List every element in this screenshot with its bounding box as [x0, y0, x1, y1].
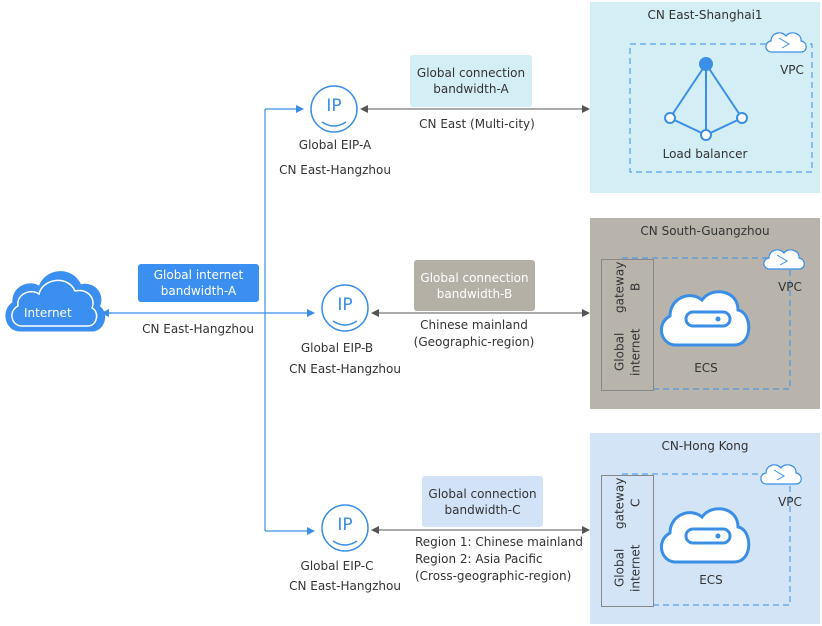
connection-c-line2: bandwidth-C [444, 502, 521, 517]
eip-c-name: Global EIP-C [300, 559, 374, 573]
internet-bandwidth-region: CN East-Hangzhou [142, 322, 254, 336]
internet-label: Internet [24, 306, 72, 320]
eip-c-glyph: IP [337, 515, 353, 535]
ecs-icons [660, 290, 751, 564]
gateway-c-box: Global internet gateway C [601, 475, 654, 607]
eip-icons [310, 85, 369, 552]
connection-bandwidth-c-box: Global connection bandwidth-C [422, 476, 543, 527]
eip-a-name: Global EIP-A [298, 138, 372, 152]
eip-c-region: CN East-Hangzhou [289, 579, 401, 593]
vpc-label-guangzhou: VPC [778, 280, 802, 294]
region-hongkong-title: CN-Hong Kong [661, 439, 749, 453]
region-shanghai-title: CN East-Shanghai1 [647, 8, 763, 22]
gateway-b-line1: Global internet [612, 328, 643, 376]
internet-bandwidth-line2: bandwidth-A [160, 284, 237, 298]
internet-cloud-icon [5, 271, 106, 332]
connection-c-desc-1: Region 1: Chinese mainland [415, 535, 584, 549]
eip-bus-lines [102, 105, 315, 535]
connection-arrows [360, 105, 590, 534]
vpc-label-hongkong: VPC [778, 495, 802, 509]
connection-bandwidth-a-box: Global connection bandwidth-A [410, 55, 532, 107]
connection-c-desc-3: (Cross-geographic-region) [415, 569, 572, 583]
vpc-cloud-inner [773, 37, 790, 481]
vpc-label-shanghai: VPC [780, 63, 804, 77]
connection-b-desc-2: (Geographic-region) [413, 335, 535, 349]
connection-a-line1: Global connection [416, 66, 526, 80]
gateway-c-line1: Global internet [612, 544, 643, 592]
eip-b-region: CN East-Hangzhou [289, 362, 401, 376]
connection-a-line2: bandwidth-A [433, 82, 509, 96]
region-guangzhou-title: CN South-Guangzhou [640, 224, 770, 238]
connection-c-line1: Global connection [428, 486, 537, 501]
vpc-box-shanghai [629, 43, 813, 173]
eip-b-glyph: IP [337, 295, 353, 315]
ecs-label-hongkong: ECS [699, 573, 723, 587]
internet-bandwidth-box: Global internet bandwidth-A [138, 264, 259, 302]
internet-bandwidth-line1: Global internet [153, 268, 244, 282]
gateway-c-line2: gateway C [612, 477, 643, 529]
connection-b-line1: Global connection [420, 270, 529, 285]
gateway-b-box: Global internet gateway B [601, 259, 654, 391]
connection-bandwidth-b-box: Global connection bandwidth-B [414, 260, 535, 311]
connection-c-desc-2: Region 2: Asia Pacific [415, 552, 543, 566]
eip-b-name: Global EIP-B [300, 341, 374, 355]
load-balancer-icon [664, 57, 748, 141]
eip-a-region: CN East-Hangzhou [279, 163, 391, 177]
load-balancer-label: Load balancer [662, 147, 748, 161]
eip-a-glyph: IP [326, 96, 342, 116]
gateway-b-line2: gateway B [612, 261, 643, 313]
ecs-label-guangzhou: ECS [694, 361, 718, 375]
connection-b-line2: bandwidth-B [436, 286, 513, 301]
connection-b-desc-1: Chinese mainland [420, 318, 528, 332]
connection-a-desc: CN East (Multi-city) [419, 117, 535, 131]
